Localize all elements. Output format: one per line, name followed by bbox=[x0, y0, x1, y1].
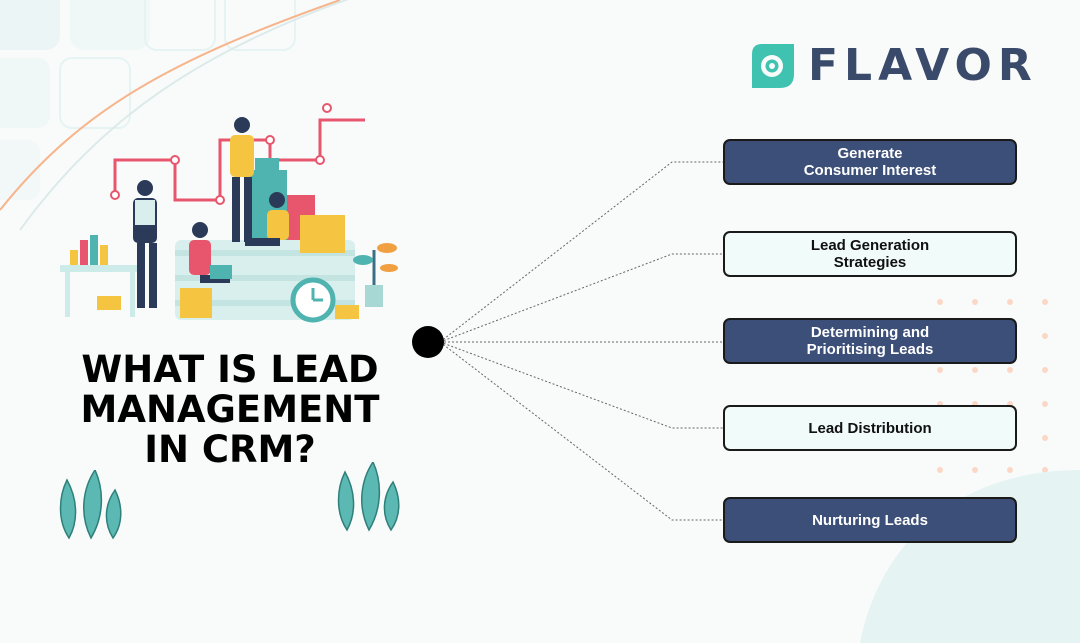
step-box-nurturing-leads: Nurturing Leads bbox=[723, 497, 1017, 543]
hub-node bbox=[412, 326, 444, 358]
step-label-line1: Lead Generation bbox=[810, 237, 930, 254]
team-illustration bbox=[60, 103, 398, 323]
light-curve bbox=[19, 0, 349, 231]
step-box-lead-distribution: Lead Distribution bbox=[723, 405, 1017, 451]
step-box-generate-interest: Generate Consumer Interest bbox=[723, 139, 1017, 185]
step-label-line2: Consumer Interest bbox=[803, 162, 937, 179]
orange-curve bbox=[0, 0, 341, 211]
title-line-1: WHAT IS LEAD bbox=[81, 348, 379, 391]
top-left-tiles bbox=[0, 0, 296, 200]
connector-4 bbox=[439, 341, 723, 429]
title-line-3: IN CRM? bbox=[144, 428, 316, 471]
brand-name: FLAVOR bbox=[808, 40, 1038, 91]
person-standing bbox=[230, 117, 279, 242]
leaf-decoration-right bbox=[337, 462, 400, 532]
logo-mark-icon bbox=[752, 44, 794, 88]
brand-logo: FLAVOR bbox=[752, 42, 1038, 90]
step-label-line1: Generate bbox=[837, 145, 903, 162]
leaf-decoration-left bbox=[59, 470, 122, 540]
trend-line bbox=[113, 118, 365, 202]
corner-blob bbox=[860, 470, 1080, 643]
person-sitting-center bbox=[189, 222, 232, 283]
left-table bbox=[60, 265, 140, 272]
step-label-line1: Lead Distribution bbox=[808, 419, 932, 437]
title-line-2: MANAGEMENT bbox=[80, 388, 380, 431]
connector-1 bbox=[439, 161, 723, 343]
step-label-line2: Prioritising Leads bbox=[806, 341, 934, 358]
step-label-line1: Nurturing Leads bbox=[812, 511, 928, 529]
step-box-lead-generation: Lead Generation Strategies bbox=[723, 231, 1017, 277]
page-title: WHAT IS LEAD MANAGEMENT IN CRM? bbox=[40, 350, 420, 470]
person-left bbox=[133, 180, 157, 308]
connector-2 bbox=[439, 253, 723, 343]
step-label-line2: Strategies bbox=[833, 254, 907, 271]
person-sitting-right bbox=[245, 192, 289, 246]
step-label-line1: Determining and bbox=[810, 324, 930, 341]
connector-5 bbox=[439, 341, 723, 521]
step-box-prioritising-leads: Determining and Prioritising Leads bbox=[723, 318, 1017, 364]
